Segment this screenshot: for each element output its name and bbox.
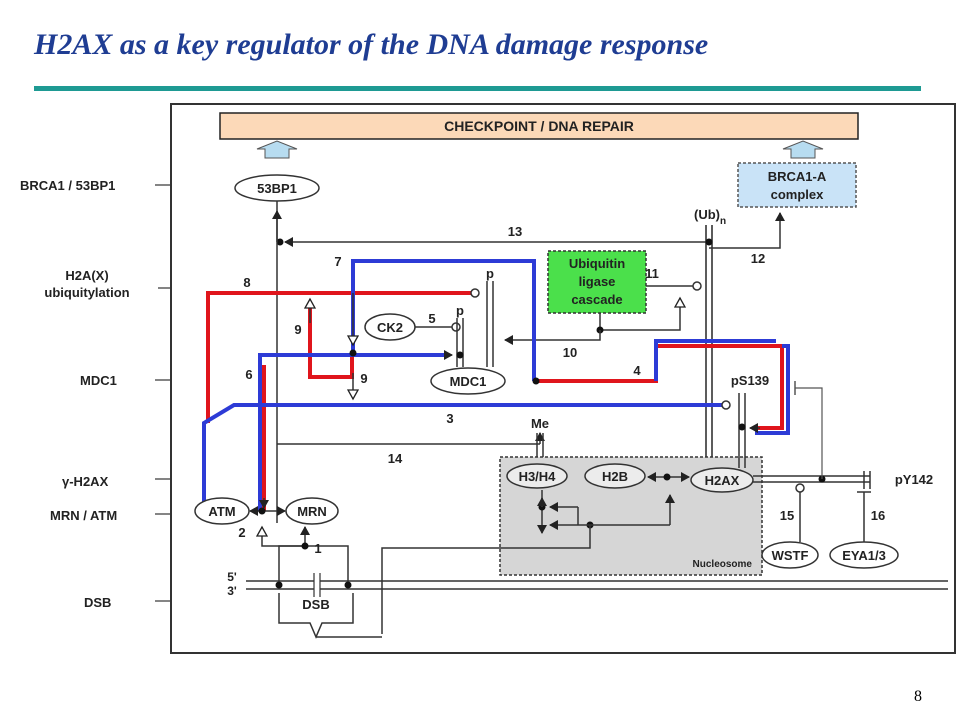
row-label-ubiquitylation: ubiquitylation [44, 285, 129, 300]
node-h3h4-label: H3/H4 [519, 469, 557, 484]
row-label-mdc1: MDC1 [80, 373, 117, 388]
up-arrow-icon [782, 140, 824, 159]
dna-damage-pathway-diagram: CHECKPOINT / DNA REPAIR BRCA1-A complex … [170, 103, 956, 654]
node-atm-label: ATM [208, 504, 235, 519]
row-label-dsb: DSB [84, 595, 111, 610]
step-8: 8 [243, 275, 250, 290]
row-label-mrn-atm: MRN / ATM [50, 508, 117, 523]
step-11: 11 [645, 266, 659, 281]
title-divider [34, 86, 921, 91]
ubq-label: Ubiquitin [569, 256, 625, 271]
ub-n-mark: n [720, 216, 726, 227]
step-4: 4 [633, 363, 641, 378]
brca1a-label: BRCA1-A [768, 169, 827, 184]
step-14: 14 [388, 451, 403, 466]
slide-title: H2AX as a key regulator of the DNA damag… [34, 28, 709, 61]
row-label-gh2ax: γ-H2AX [62, 474, 109, 489]
step-3: 3 [446, 411, 453, 426]
node-53bp1-label: 53BP1 [257, 181, 297, 196]
up-arrow-icon [256, 140, 298, 159]
step-6: 6 [245, 367, 252, 382]
node-mrn-label: MRN [297, 504, 327, 519]
step-13: 13 [508, 224, 522, 239]
step-5: 5 [428, 311, 435, 326]
step-15: 15 [780, 508, 794, 523]
three-prime: 3' [227, 584, 237, 598]
step-7: 7 [334, 254, 341, 269]
node-eya-label: EYA1/3 [842, 548, 886, 563]
me-mark: Me [531, 416, 549, 431]
nucleosome-label: Nucleosome [693, 559, 753, 570]
p-mark: p [486, 266, 494, 281]
step-9b: 9 [360, 371, 367, 386]
node-mdc1 [430, 367, 506, 395]
step-12: 12 [751, 251, 765, 266]
node-h2ax-label: H2AX [705, 473, 740, 488]
row-label-h2a: H2A(X) [65, 268, 108, 283]
row-label-brca1: BRCA1 / 53BP1 [20, 178, 115, 193]
checkpoint-header-text: CHECKPOINT / DNA REPAIR [444, 118, 634, 134]
step-16: 16 [871, 508, 885, 523]
node-h2b [584, 463, 646, 489]
node-ck2-label: CK2 [377, 320, 403, 335]
ps139-mark: pS139 [731, 373, 769, 388]
node-wstf [761, 541, 819, 569]
p-mark: p [456, 303, 464, 318]
ubq-label: ligase [579, 274, 616, 289]
five-prime: 5' [227, 570, 237, 584]
brca1a-complex-box [737, 162, 857, 208]
node-h2ax [690, 467, 754, 493]
brca1a-label: complex [771, 187, 825, 202]
node-h2b-label: H2B [602, 469, 628, 484]
step-9a: 9 [294, 322, 301, 337]
py142-mark: pY142 [895, 472, 933, 487]
node-h3h4 [506, 463, 568, 489]
ubiquitin-ligase-box [547, 250, 647, 314]
node-wstf-label: WSTF [772, 548, 809, 563]
step-1: 1 [314, 541, 321, 556]
step-2: 2 [238, 525, 245, 540]
ubq-label: cascade [571, 292, 622, 307]
step-10: 10 [563, 345, 577, 360]
node-mrn [285, 497, 339, 525]
checkpoint-header-bar [219, 112, 859, 140]
node-mdc1-label: MDC1 [450, 374, 487, 389]
diagram-panel: CHECKPOINT / DNA REPAIR BRCA1-A complex … [170, 103, 956, 654]
ub-mark: (Ub) [694, 207, 720, 222]
page-number: 8 [914, 688, 922, 705]
dsb-label: DSB [302, 597, 329, 612]
